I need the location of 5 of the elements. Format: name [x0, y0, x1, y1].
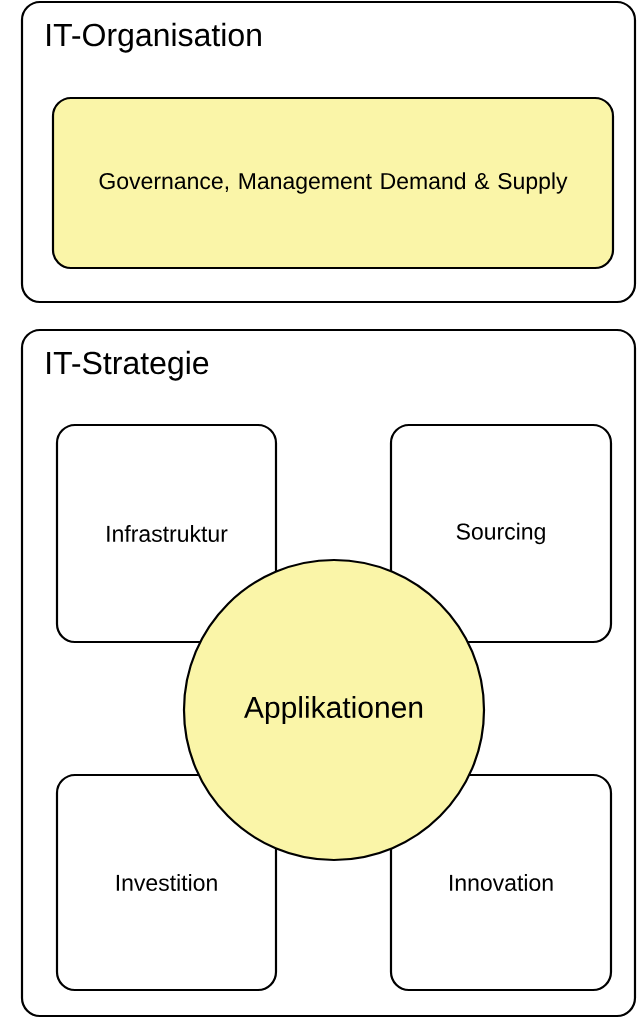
process-box: Innovation	[389, 773, 613, 992]
process-box: Investition	[55, 773, 278, 992]
process-box: Infrastruktur	[55, 423, 278, 644]
process-box: Sourcing	[389, 423, 613, 644]
process-box: Governance, Management Demand & Supply	[51, 96, 615, 270]
